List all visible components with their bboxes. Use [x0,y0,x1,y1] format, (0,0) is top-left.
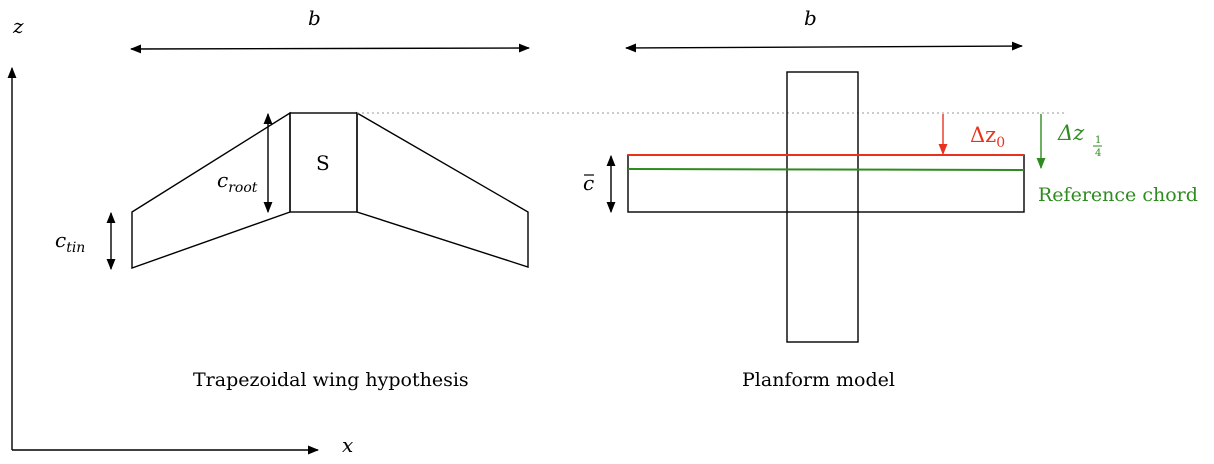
equivalent-wing [627,154,1025,213]
x-axis-label: x [342,433,353,457]
planform-model: b c Δz0 Δz 1 4 Reference chord Planform … [583,6,1198,391]
mean-chord-label: c [583,171,594,195]
delta-z0-label: Δz0 [970,123,1005,151]
left-wing-panel [131,111,291,269]
trapezoidal-wing: b S croot ctin Trapezoidal wing hypothes… [55,6,531,391]
right-caption: Planform model [742,369,895,391]
delta-z-quarter-frac-num: 1 [1095,135,1101,146]
left-caption: Trapezoidal wing hypothesis [193,369,469,391]
right-wing-panel [356,111,529,268]
span-label-left: b [308,6,321,30]
delta-z-quarter-label: Δz [1057,121,1085,145]
span-arrow-right [624,41,1024,53]
span-label-right: b [804,6,817,30]
center-section-label: S [316,151,330,175]
fuselage [786,71,859,343]
z-axis-label: z [12,14,24,38]
reference-chord-label: Reference chord [1038,184,1198,206]
span-arrow-left [129,43,531,54]
reference-chord-line [627,168,1025,171]
delta-z-quarter-frac-den: 4 [1095,148,1101,159]
root-chord-label: croot [217,168,258,196]
tip-chord-label: ctin [55,228,85,256]
